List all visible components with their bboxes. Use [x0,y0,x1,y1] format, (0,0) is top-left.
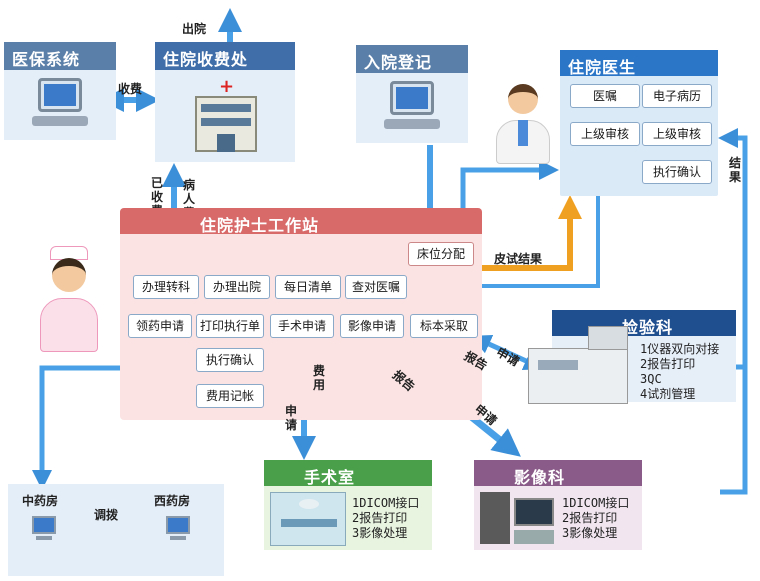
label-skin-test: 皮试结果 [494,252,543,266]
doctor-review-2[interactable]: 上级审核 [642,122,712,146]
imaging-panel: 影像科 1DICOM接口 2报告打印 3影像处理 [474,460,642,550]
label-discharge-out: 出院 [182,22,207,36]
label-fee-v: 费用 [312,364,325,392]
billing-panel: 住院收费处 + [155,42,295,162]
doctor-emr[interactable]: 电子病历 [642,84,712,108]
label-request-v: 申请 [284,404,297,432]
nurse-exec-confirm[interactable]: 执行确认 [196,348,264,372]
admission-panel: 入院登记 [356,45,468,143]
label-result: 结果 [728,156,741,184]
lab-analyzer-icon [528,326,636,406]
lab-items: 1仪器双向对接 2报告打印 3QC 4试剂管理 [640,342,720,401]
billing-header: 住院收费处 [155,42,295,70]
doctor-header: 住院医生 [560,50,718,77]
doctor-title: 住院医生 [568,58,637,77]
imaging-items: 1DICOM接口 2报告打印 3影像处理 [562,496,630,540]
surgery-items: 1DICOM接口 2报告打印 3影像处理 [352,496,420,540]
imaging-title: 影像科 [514,468,566,487]
nurse-check-orders[interactable]: 查对医嘱 [345,275,407,299]
operating-room-icon [270,492,346,546]
billing-title: 住院收费处 [163,50,249,69]
label-charge: 收费 [118,82,143,96]
admission-title: 入院登记 [364,53,433,72]
imaging-header: 影像科 [474,460,642,487]
nurse-fee-record[interactable]: 费用记帐 [196,384,264,408]
surgery-panel: 手术室 1DICOM接口 2报告打印 3影像处理 [264,460,432,550]
nurse-specimen[interactable]: 标本采取 [410,314,478,338]
hospital-icon: + [195,78,257,154]
nurse-print-exec[interactable]: 打印执行单 [196,314,264,338]
insurance-header: 医保系统 [4,42,116,70]
lab-header: 检验科 [552,310,736,337]
computer-icon [166,516,190,542]
insurance-title: 医保系统 [12,50,81,69]
insurance-panel: 医保系统 [4,42,116,140]
nurse-header: 住院护士工作站 [120,208,482,235]
computer-icon [384,81,440,131]
doctor-review-1[interactable]: 上级审核 [570,122,640,146]
nurse-daily-list[interactable]: 每日清单 [275,275,341,299]
pharmacy-western[interactable]: 西药房 [154,494,191,508]
surgery-title: 手术室 [304,468,356,487]
doctor-confirm[interactable]: 执行确认 [642,160,712,184]
nurse-drug-request[interactable]: 领药申请 [128,314,192,338]
nurse-transfer[interactable]: 办理转科 [133,275,199,299]
computer-icon [32,78,88,128]
surgery-header: 手术室 [264,460,432,487]
nurse-surgery-request[interactable]: 手术申请 [270,314,334,338]
nurse-discharge[interactable]: 办理出院 [204,275,270,299]
nurse-title: 住院护士工作站 [200,216,320,235]
doctor-avatar-icon [492,80,554,164]
arrow-lab-diag [470,335,545,370]
lab-title: 检验科 [622,318,674,337]
arrow-nurse-pharmacy [32,365,120,490]
pharmacy-panel: 中药房 西药房 调拨 [8,484,224,576]
imaging-equipment-icon [480,492,556,546]
computer-icon [32,516,56,542]
nurse-avatar-icon [34,244,104,354]
nurse-imaging-request[interactable]: 影像申请 [340,314,404,338]
pharmacy-chinese[interactable]: 中药房 [22,494,59,508]
pharmacy-transfer-label: 调拨 [94,508,119,522]
doctor-panel: 住院医生 医嘱 电子病历 上级审核 上级审核 执行确认 [560,50,718,196]
arrow-skin-test [478,195,582,271]
arrow-results [718,128,748,495]
admission-header: 入院登记 [356,45,468,73]
doctor-orders[interactable]: 医嘱 [570,84,640,108]
nurse-bed-assign[interactable]: 床位分配 [408,242,474,266]
